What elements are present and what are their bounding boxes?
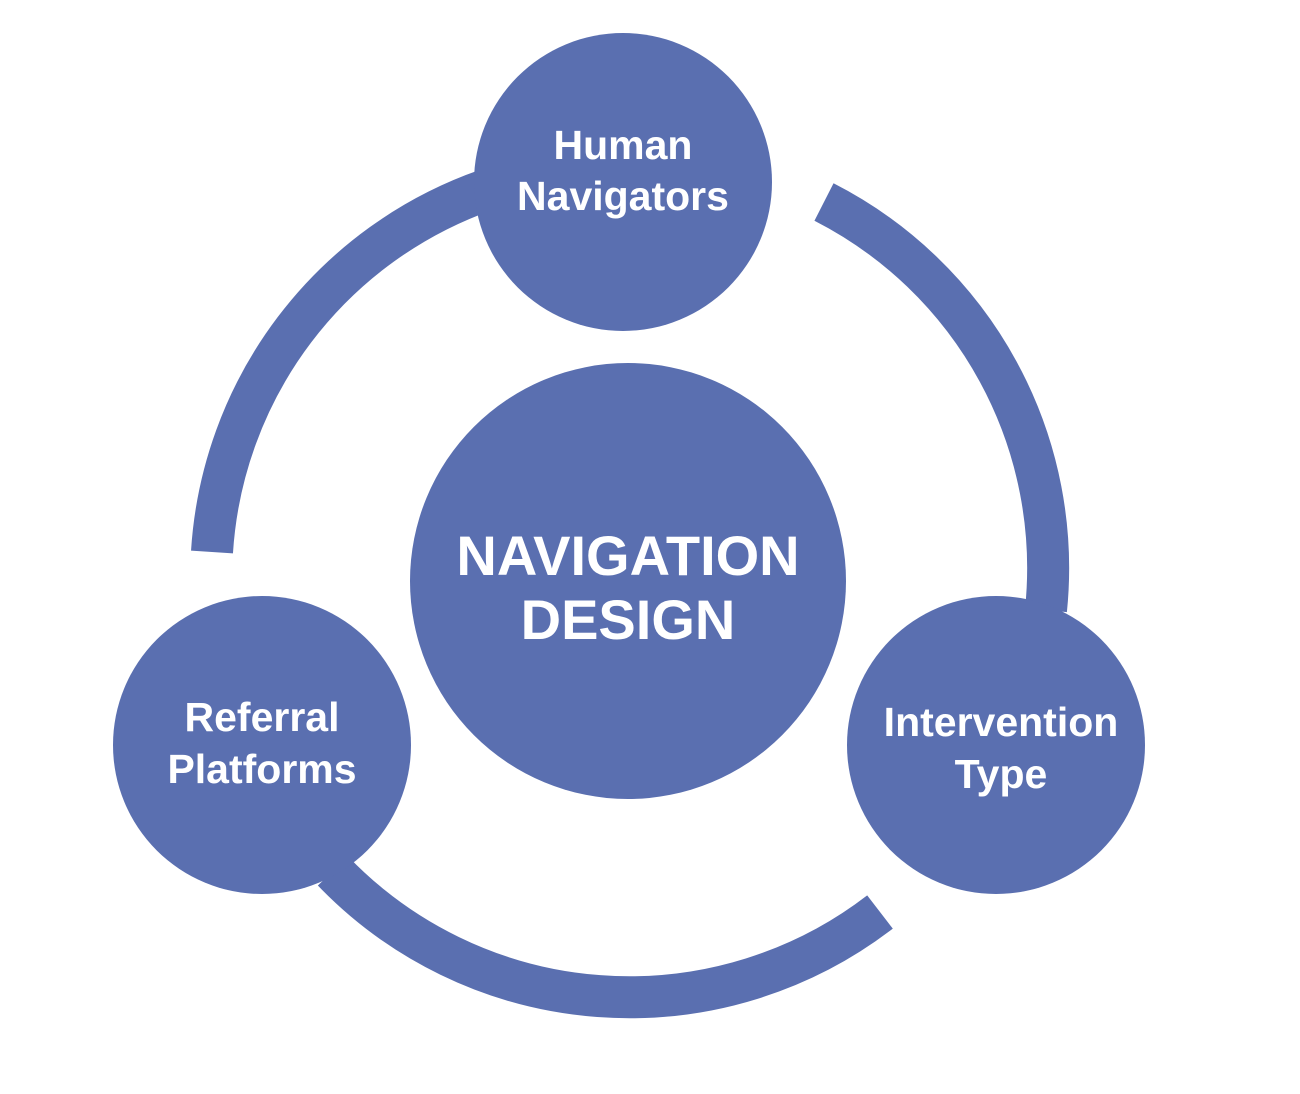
node-referral-platforms: Referral Platforms — [113, 596, 411, 894]
node-label-referral-platforms-line2: Platforms — [167, 746, 356, 792]
node-human-navigators: Human Navigators — [474, 33, 772, 331]
ring-arc-referral-to-human — [191, 170, 493, 554]
center-label-line2: DESIGN — [521, 588, 736, 651]
center-label-line1: NAVIGATION — [456, 524, 799, 587]
center-circle — [410, 363, 846, 799]
node-circle-intervention-type — [847, 596, 1145, 894]
node-label-human-navigators-line1: Human — [554, 122, 693, 168]
node-label-intervention-type-line2: Type — [955, 751, 1048, 797]
ring-arc-human-to-intervention — [814, 183, 1070, 613]
node-circle-human-navigators — [474, 33, 772, 331]
center-node-navigation-design: NAVIGATION DESIGN — [410, 363, 846, 799]
node-label-human-navigators-line2: Navigators — [517, 173, 729, 219]
node-circle-referral-platforms — [113, 596, 411, 894]
node-label-intervention-type-line1: Intervention — [884, 699, 1119, 745]
ring-arc-intervention-to-referral — [317, 856, 893, 1019]
node-intervention-type: Intervention Type — [847, 596, 1145, 894]
node-label-referral-platforms-line1: Referral — [185, 694, 340, 740]
